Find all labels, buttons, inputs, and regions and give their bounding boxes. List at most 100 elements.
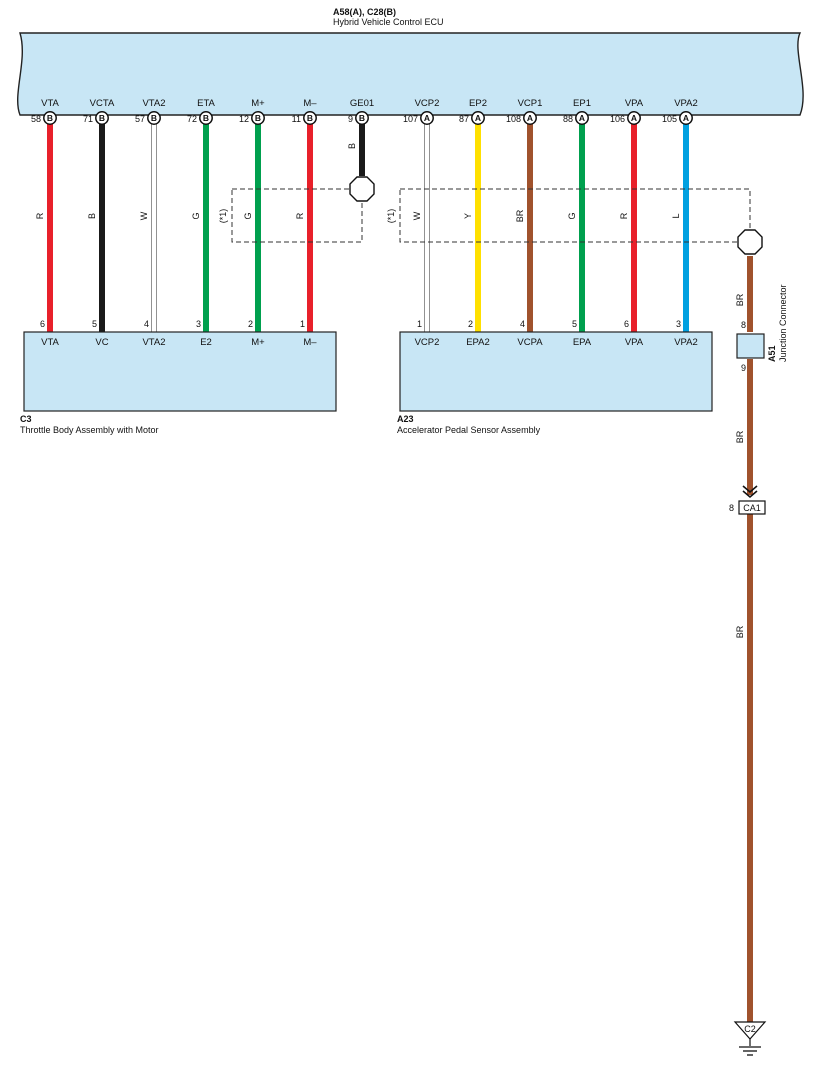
component-pin-name: M+ [251, 337, 265, 348]
component-pin-number: 4 [144, 319, 149, 329]
component-pin-name: VPA [625, 337, 644, 348]
connector-letter: A [475, 113, 481, 123]
wire-color-label: G [191, 212, 201, 219]
component-pin-number: 5 [572, 319, 577, 329]
component-pin-number: 3 [676, 319, 681, 329]
wire-color-label: BR [515, 209, 525, 222]
connector-circle [303, 111, 317, 125]
ecu-pin-name: VTA [41, 98, 59, 109]
wire-color-label: B [87, 213, 97, 219]
inline-connector-pin: 8 [729, 503, 734, 513]
component-pin-number: 1 [300, 319, 305, 329]
ecu-code: A58(A), C28(B) [333, 7, 396, 17]
shield-label-right: (*1) [386, 209, 396, 224]
ground-triangle [733, 1021, 767, 1040]
ecu-pin-number: 72 [187, 114, 197, 124]
ground-wire-color-2: BR [735, 430, 745, 443]
component-pin-name: M– [303, 337, 317, 348]
component-pin-name: VC [95, 337, 108, 348]
component-pin-number: 5 [92, 319, 97, 329]
component-pin-name: VTA2 [142, 337, 165, 348]
shield-label-left: (*1) [218, 209, 228, 224]
inline-connector-arrow [742, 485, 758, 499]
ecu-pin-name: EP1 [573, 98, 591, 109]
wire-color-label: R [295, 212, 305, 219]
ecu-pin-number: 9 [348, 114, 353, 124]
connector-letter: B [203, 113, 209, 123]
pedal-sensor-box [399, 331, 713, 412]
inline-connector [738, 500, 766, 515]
component-pin-number: 6 [624, 319, 629, 329]
wire-color-label: W [139, 211, 149, 220]
connector-circle [420, 111, 434, 125]
ecu-pin-number: 87 [459, 114, 469, 124]
ground-label: C2 [744, 1024, 756, 1034]
wire-color-label: W [412, 211, 422, 220]
connector-circle [679, 111, 693, 125]
wire-color-label: G [567, 212, 577, 219]
ecu-box [16, 32, 804, 116]
pedal-code: A23 [397, 414, 414, 424]
component-pin-name: VTA [41, 337, 59, 348]
ecu-pin-number: 108 [506, 114, 521, 124]
ecu-pin-name: EP2 [469, 98, 487, 109]
connector-circle [95, 111, 109, 125]
connector-circle [355, 111, 369, 125]
ground-wire-color-1: BR [735, 293, 745, 306]
ecu-pin-number: 88 [563, 114, 573, 124]
ecu-pin-name: VPA [625, 98, 644, 109]
ecu-pin-name: M– [303, 98, 317, 109]
ecu-pin-number: 57 [135, 114, 145, 124]
connector-letter: A [631, 113, 637, 123]
connector-letter: B [359, 113, 365, 123]
component-pin-number: 2 [248, 319, 253, 329]
connector-circle [627, 111, 641, 125]
ground-wire-color-3: BR [735, 625, 745, 638]
throttle-code: C3 [20, 414, 32, 424]
connector-circle [471, 111, 485, 125]
wire-color-label: R [619, 212, 629, 219]
junction-code: A51 [767, 345, 777, 362]
ecu-name: Hybrid Vehicle Control ECU [333, 17, 444, 27]
component-pin-number: 3 [196, 319, 201, 329]
connector-circle [199, 111, 213, 125]
connector-letter: B [99, 113, 105, 123]
throttle-body-box [23, 331, 337, 412]
component-pin-number: 4 [520, 319, 525, 329]
ecu-pin-name: VTA2 [142, 98, 165, 109]
junction-pin-in: 8 [741, 320, 746, 330]
ecu-pin-number: 58 [31, 114, 41, 124]
connector-letter: B [255, 113, 261, 123]
connector-letter: A [424, 113, 430, 123]
pedal-name: Accelerator Pedal Sensor Assembly [397, 425, 541, 435]
ecu-pin-number: 11 [292, 114, 301, 124]
component-pin-name: VPA2 [674, 337, 698, 348]
component-pin-name: VCP2 [415, 337, 440, 348]
component-pin-name: E2 [200, 337, 212, 348]
connector-letter: B [47, 113, 53, 123]
wire-color-label: B [347, 143, 357, 149]
ecu-pin-number: 71 [83, 114, 93, 124]
ecu-pin-number: 105 [662, 114, 677, 124]
shield-box-left [231, 188, 363, 243]
ecu-pin-name: VPA2 [674, 98, 698, 109]
wire-color-label: L [671, 213, 681, 218]
ecu-pin-name: ETA [197, 98, 215, 109]
shield-ground-left [349, 176, 375, 202]
connector-circle [523, 111, 537, 125]
ecu-pin-number: 107 [403, 114, 418, 124]
ecu-pin-number: 12 [239, 114, 249, 124]
component-pin-name: EPA2 [466, 337, 490, 348]
component-pin-number: 2 [468, 319, 473, 329]
shield-ground-right [737, 229, 763, 255]
connector-letter: A [527, 113, 533, 123]
connector-circle [575, 111, 589, 125]
connector-circle [251, 111, 265, 125]
wire-color-label: G [243, 212, 253, 219]
inline-connector-code: CA1 [743, 503, 761, 513]
ecu-pin-name: GE01 [350, 98, 374, 109]
